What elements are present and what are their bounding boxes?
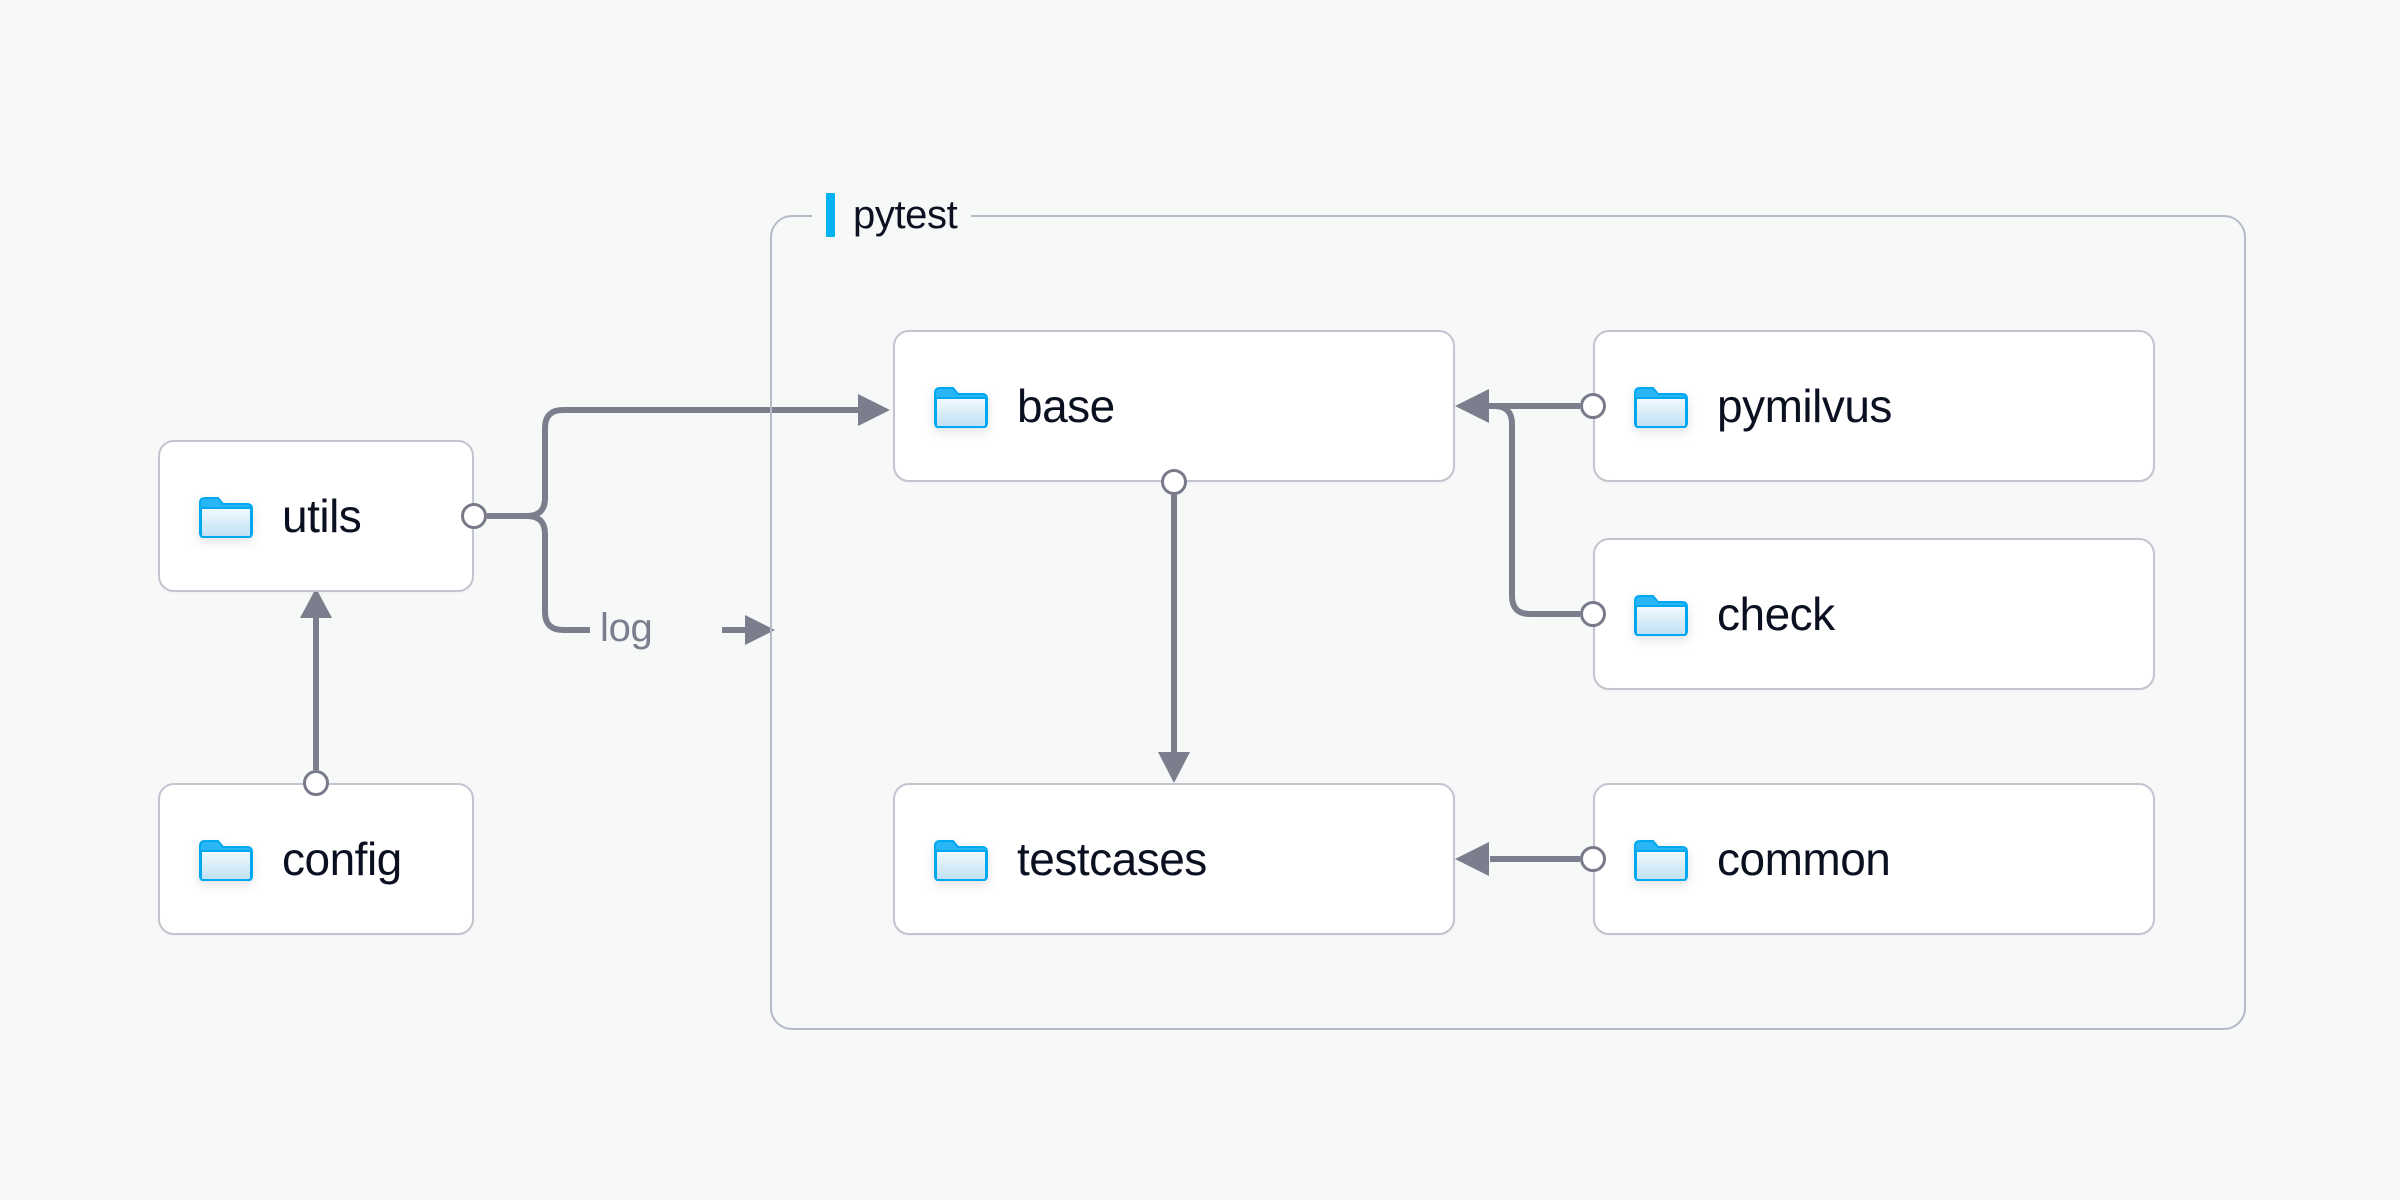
port-common-left[interactable] [1580, 846, 1606, 872]
node-label: common [1717, 833, 1891, 885]
folder-icon [934, 387, 988, 428]
folder-icon [199, 497, 253, 538]
node-base[interactable]: base [893, 330, 1455, 482]
node-label: config [282, 833, 402, 885]
node-label: pymilvus [1717, 380, 1892, 432]
node-common[interactable]: common [1593, 783, 2155, 935]
folder-icon [199, 840, 253, 881]
node-label: base [1017, 380, 1115, 432]
port-base-bottom[interactable] [1161, 469, 1187, 495]
folder-icon [1634, 387, 1688, 428]
port-utils-right[interactable] [461, 503, 487, 529]
port-check-left[interactable] [1580, 601, 1606, 627]
port-config-top[interactable] [303, 770, 329, 796]
port-pymilvus-left[interactable] [1580, 393, 1606, 419]
node-label: testcases [1017, 833, 1207, 885]
edge-utils-to-log [526, 513, 590, 633]
group-pytest-label: pytest [812, 188, 972, 242]
node-config[interactable]: config [158, 783, 474, 935]
group-title: pytest [853, 192, 958, 237]
accent-bar-icon [826, 193, 835, 237]
edge-label-log: log [600, 606, 653, 650]
node-label: check [1717, 588, 1835, 640]
node-check[interactable]: check [1593, 538, 2155, 690]
node-utils[interactable]: utils [158, 440, 474, 592]
node-testcases[interactable]: testcases [893, 783, 1455, 935]
folder-icon [1634, 840, 1688, 881]
folder-icon [1634, 595, 1688, 636]
node-pymilvus[interactable]: pymilvus [1593, 330, 2155, 482]
arrowhead-config-utils [300, 588, 332, 618]
node-label: utils [282, 490, 362, 542]
group-pytest[interactable] [770, 215, 2246, 1030]
folder-icon [934, 840, 988, 881]
